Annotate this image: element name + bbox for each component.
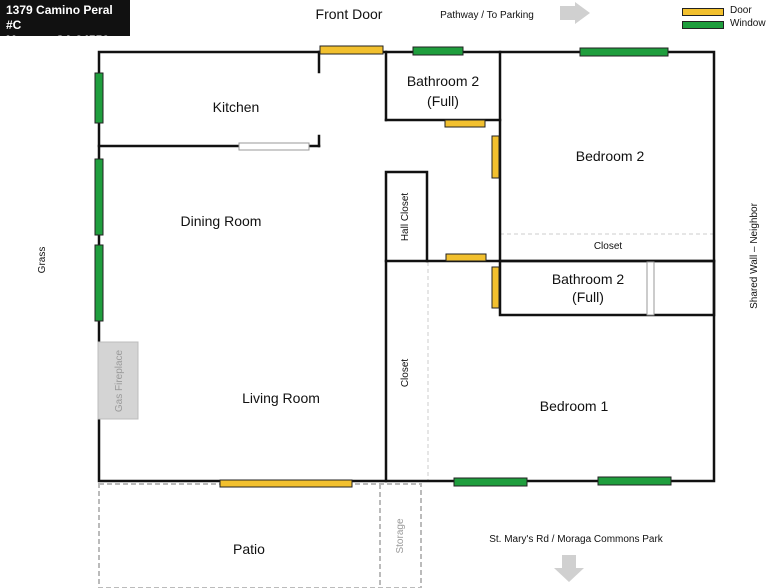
street-arrow-icon bbox=[554, 555, 584, 582]
hall-door bbox=[445, 253, 487, 262]
window-bedroom1-2 bbox=[597, 476, 672, 486]
pathway-arrow-icon bbox=[560, 2, 590, 24]
dining-room-label: Dining Room bbox=[181, 213, 262, 229]
grass-label: Grass bbox=[37, 247, 48, 274]
gas-fireplace bbox=[97, 341, 139, 420]
bedroom-1-label: Bedroom 1 bbox=[540, 398, 609, 414]
window-swatch-icon bbox=[682, 21, 724, 29]
gas-fireplace-label: Gas Fireplace bbox=[114, 349, 125, 412]
walls bbox=[97, 50, 716, 483]
door-swatch-icon bbox=[682, 8, 724, 16]
living-room-label: Living Room bbox=[242, 390, 320, 406]
storage-label: Storage bbox=[395, 518, 406, 553]
patio-outline bbox=[98, 483, 422, 588]
window-dining-1 bbox=[94, 158, 104, 236]
bathroom-mid-door bbox=[491, 266, 500, 309]
patio-door bbox=[219, 479, 353, 488]
bathroom-mid-label-2: (Full) bbox=[572, 289, 604, 305]
window-dining-2 bbox=[94, 244, 104, 322]
address-line-2: Moraga, CA 94556 bbox=[6, 33, 109, 47]
legend-door-label: Door bbox=[730, 5, 752, 16]
closet-left-label: Closet bbox=[400, 359, 411, 388]
bathroom-sliding-door bbox=[646, 261, 655, 316]
interior-dashed-lines bbox=[427, 233, 714, 480]
front-door-label: Front Door bbox=[316, 6, 383, 22]
front-door bbox=[319, 45, 384, 55]
hall-closet-label: Hall Closet bbox=[400, 193, 411, 242]
window-top-bath bbox=[412, 46, 464, 56]
kitchen-pass-through bbox=[238, 142, 310, 151]
window-top-bedroom2 bbox=[579, 47, 669, 57]
address-box: 1379 Camino Peral #C Moraga, CA 94556 bbox=[0, 0, 130, 47]
window-kitchen bbox=[94, 72, 104, 124]
bedroom-2-label: Bedroom 2 bbox=[576, 148, 645, 164]
bathroom-top-label-1: Bathroom 2 bbox=[407, 73, 480, 89]
bathroom-top-label-2: (Full) bbox=[427, 93, 459, 109]
pathway-label: Pathway / To Parking bbox=[440, 10, 534, 21]
bedroom2-door bbox=[491, 135, 500, 179]
bathroom-mid-label-1: Bathroom 2 bbox=[552, 271, 625, 287]
street-label: St. Mary's Rd / Moraga Commons Park bbox=[489, 534, 664, 545]
shared-wall-label: Shared Wall – Neighbor bbox=[749, 202, 760, 308]
closet-bedroom2-label: Closet bbox=[594, 241, 623, 252]
legend-window-label: Window bbox=[730, 18, 766, 29]
bathroom-top-door bbox=[444, 119, 486, 128]
patio-label: Patio bbox=[233, 541, 265, 557]
window-bedroom1-1 bbox=[453, 477, 528, 487]
kitchen-label: Kitchen bbox=[213, 99, 260, 115]
address-line-1: 1379 Camino Peral #C bbox=[6, 3, 113, 32]
